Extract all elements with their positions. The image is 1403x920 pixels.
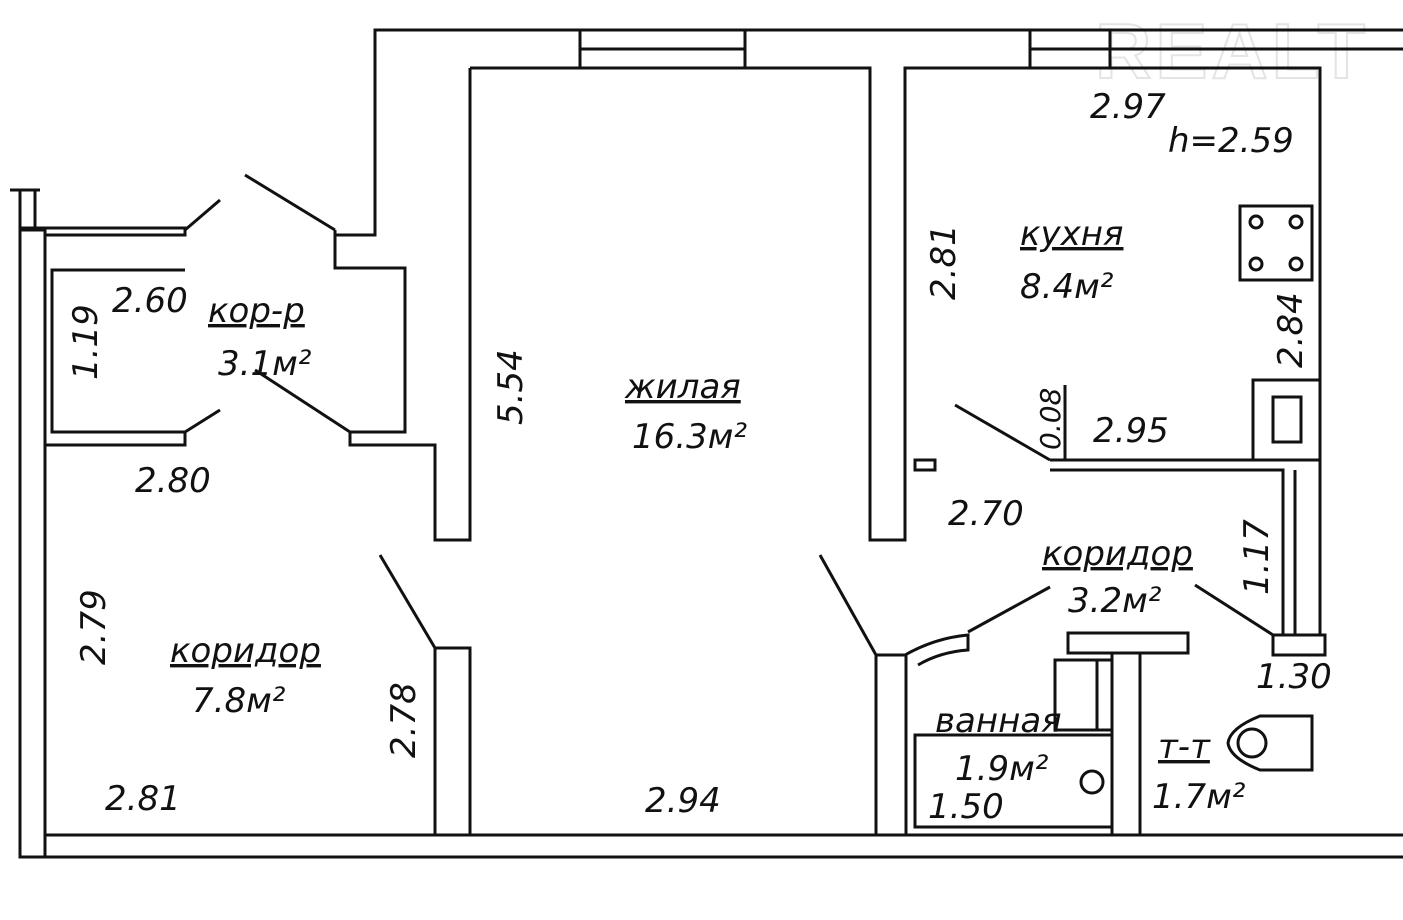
bathtub — [913, 733, 1114, 829]
room-name-living: жилая — [624, 367, 741, 407]
room-name-toilet: т-т — [1158, 727, 1211, 767]
partition-hall-living — [433, 646, 472, 837]
dim-toilet-width: 1.30 — [1256, 657, 1332, 697]
dim-kitchen-left: 2.81 — [924, 224, 964, 300]
room-area-toilet: 1.7м² — [1152, 777, 1246, 817]
dim-kitchen-step: 0.08 — [1034, 388, 1067, 450]
partition-living-bath — [874, 653, 908, 837]
stove-burners — [1248, 214, 1304, 272]
kor-r-walls — [45, 268, 187, 447]
drain — [1079, 769, 1105, 795]
kitchen-sink — [1251, 378, 1322, 462]
dim-hall-left: 2.79 — [74, 589, 114, 665]
room-name-kitchen: кухня — [1020, 214, 1123, 254]
dim-kitchen-right: 2.84 — [1271, 292, 1311, 368]
dim-corridor-right: 1.17 — [1237, 519, 1277, 595]
dim-hall-right: 2.78 — [384, 682, 424, 758]
sink — [1053, 658, 1114, 732]
wall-top-left — [20, 226, 187, 237]
room-area-kor: 3.1м² — [218, 344, 312, 384]
room-area-bathroom: 1.9м² — [955, 749, 1049, 789]
dim-kor-left: 1.19 — [66, 304, 106, 380]
dim-living-left: 5.54 — [491, 349, 531, 425]
labels: 2.97 h=2.59 кухня 8.4м² 2.81 2.84 0.08 2… — [66, 87, 1332, 827]
dim-hall-top: 2.80 — [135, 461, 211, 501]
dim-corridor-width: 2.70 — [948, 494, 1024, 534]
bath-toilet-wall — [1066, 631, 1190, 655]
balcony-stub — [10, 188, 40, 230]
dim-kitchen-bottom: 2.95 — [1093, 411, 1169, 451]
dim-kitchen-top: 2.97 — [1090, 87, 1166, 127]
dim-kor-top: 2.60 — [112, 281, 188, 321]
dim-hall-bottom: 2.81 — [105, 779, 181, 819]
room-name-corridor: коридор — [1042, 534, 1193, 574]
outer-wall-bottom — [18, 833, 1403, 859]
ceiling-height: h=2.59 — [1168, 121, 1294, 161]
walls — [10, 28, 1403, 859]
inner-wall-top — [470, 66, 1322, 640]
room-name-bathroom: ванная — [935, 701, 1062, 741]
outer-wall-left — [18, 228, 47, 859]
room-area-corridor: 3.2м² — [1068, 581, 1162, 621]
room-area-hall: 7.8м² — [192, 681, 286, 721]
room-area-kitchen: 8.4м² — [1020, 267, 1114, 307]
room-name-hall: коридор — [170, 631, 321, 671]
door-swings — [184, 173, 1274, 667]
toilet-fixture — [1226, 714, 1314, 772]
watermark: REALT — [1095, 7, 1369, 95]
room-area-living: 16.3м² — [632, 417, 747, 457]
dim-living-bottom: 2.94 — [645, 781, 721, 821]
room-name-kor: кор-р — [208, 291, 305, 331]
dim-bath-width: 1.50 — [928, 787, 1004, 827]
